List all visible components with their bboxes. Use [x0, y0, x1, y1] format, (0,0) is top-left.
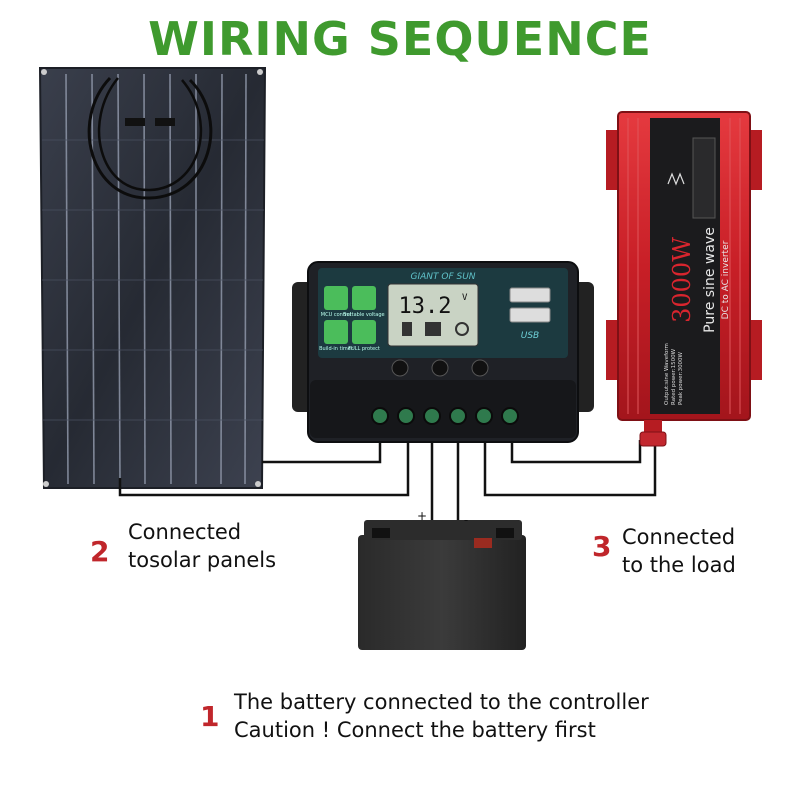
step-3-text: Connected to the load — [622, 523, 736, 579]
page-title: WIRING SEQUENCE — [148, 12, 652, 66]
inverter: 3000W Pure sine wave DC to AC inverter O… — [606, 111, 762, 447]
solar-panel — [38, 67, 267, 489]
terminal-block — [371, 407, 519, 425]
step-2-line-1: Connected — [128, 520, 242, 544]
mcu-control-icon — [324, 286, 348, 310]
usb-label: USB — [521, 331, 539, 341]
charge-controller: GIANT OF SUN MCU control Settable voltag… — [292, 261, 594, 443]
sine-wave-icon — [667, 172, 685, 186]
step-3-line-2: to the load — [622, 553, 736, 577]
battery-negative-label: - — [464, 513, 468, 527]
step-1-line-1: The battery connected to the controller — [234, 690, 649, 714]
step-1-text: The battery connected to the controller … — [234, 688, 649, 744]
svg-text:Rated power:1500W: Rated power:1500W — [671, 348, 677, 405]
step-2-text: Connected tosolar panels — [128, 518, 276, 574]
svg-text:Build-in timer: Build-in timer — [319, 346, 354, 352]
svg-text:Output:sine Waveform: Output:sine Waveform — [664, 343, 670, 405]
settable-voltage-icon — [352, 286, 376, 310]
down-button — [471, 359, 489, 377]
timer-icon — [324, 320, 348, 344]
svg-text:Peak power:3000W: Peak power:3000W — [678, 351, 684, 405]
lcd-voltage: 13.2 — [399, 294, 452, 319]
step-3-line-1: Connected — [622, 525, 736, 549]
up-button — [431, 359, 449, 377]
bulb-icon — [455, 322, 469, 336]
controller-brand: GIANT OF SUN — [410, 272, 475, 282]
inverter-power: 3000W — [668, 237, 696, 323]
full-protect-icon — [352, 320, 376, 344]
inverter-wave: Pure sine wave — [702, 227, 718, 333]
usb-port-2 — [509, 307, 551, 323]
step-1-line-2: Caution ! Connect the battery first — [234, 718, 596, 742]
step-2-number: 2 — [90, 535, 110, 568]
inverter-terminal — [639, 431, 667, 447]
battery-positive-label: + — [417, 509, 427, 523]
usb-port-1 — [509, 287, 551, 303]
step-2-line-2: tosolar panels — [128, 548, 277, 572]
svg-text:Settable voltage: Settable voltage — [343, 312, 384, 318]
svg-text:FULL protect: FULL protect — [348, 346, 380, 352]
step-3-number: 3 — [592, 530, 612, 563]
lcd-unit: V — [462, 293, 468, 303]
svg-text:MCU control: MCU control — [321, 312, 351, 318]
menu-button — [391, 359, 409, 377]
battery: + - — [358, 509, 526, 650]
step-1-number: 1 — [200, 700, 220, 733]
inverter-subtitle: DC to AC inverter — [721, 240, 731, 319]
